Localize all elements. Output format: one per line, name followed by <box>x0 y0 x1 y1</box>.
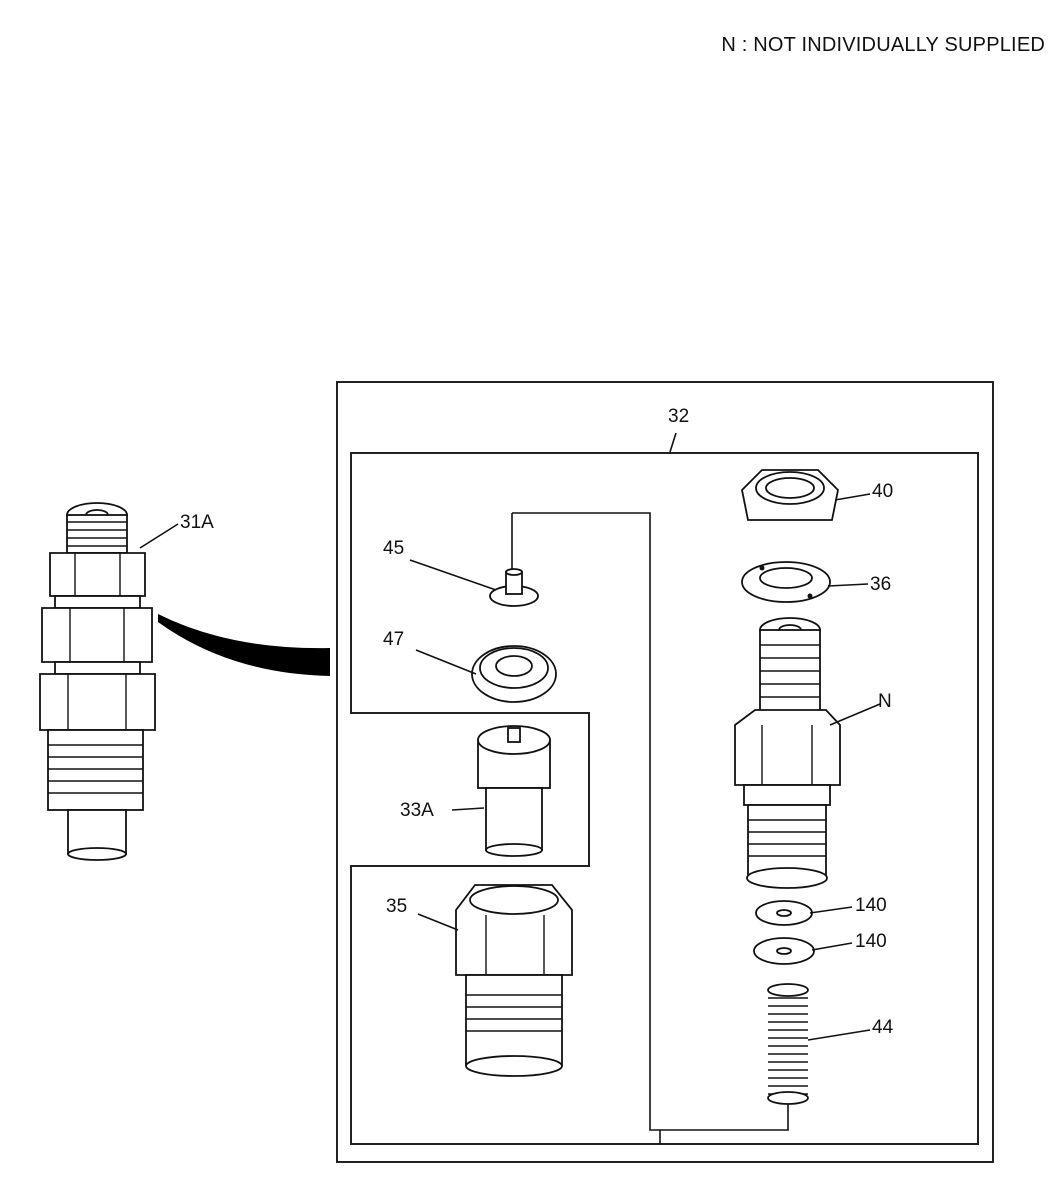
part-n-holder-body <box>734 617 841 889</box>
supply-note: N : NOT INDIVIDUALLY SUPPLIED <box>721 34 1045 56</box>
label-140-lower: 140 <box>855 931 887 952</box>
label-35: 35 <box>386 896 407 917</box>
label-31a: 31A <box>180 512 214 533</box>
label-33a: 33A <box>400 800 434 821</box>
label-32: 32 <box>668 406 689 427</box>
label-45: 45 <box>383 538 404 559</box>
outer-frame <box>336 381 994 1163</box>
label-36: 36 <box>870 574 891 595</box>
kit-32-bracket <box>512 512 789 1131</box>
label-47: 47 <box>383 629 404 650</box>
injector-assembly-31a <box>39 502 156 861</box>
part-36-washer <box>741 561 831 603</box>
part-35-retaining-nut <box>455 884 573 1077</box>
detail-arrow <box>158 614 330 676</box>
kit-32-frame <box>350 452 979 1145</box>
part-140-shim-1 <box>755 900 813 926</box>
label-n: N <box>878 691 892 712</box>
part-33a-nozzle <box>477 725 551 857</box>
part-40-nut <box>741 469 839 521</box>
label-140-upper: 140 <box>855 895 887 916</box>
part-47-seal <box>471 645 557 703</box>
part-44-spring <box>767 983 809 1105</box>
part-45-pin <box>489 568 539 607</box>
label-44: 44 <box>872 1017 894 1038</box>
part-140-shim-2 <box>753 937 815 965</box>
label-40: 40 <box>872 481 893 502</box>
